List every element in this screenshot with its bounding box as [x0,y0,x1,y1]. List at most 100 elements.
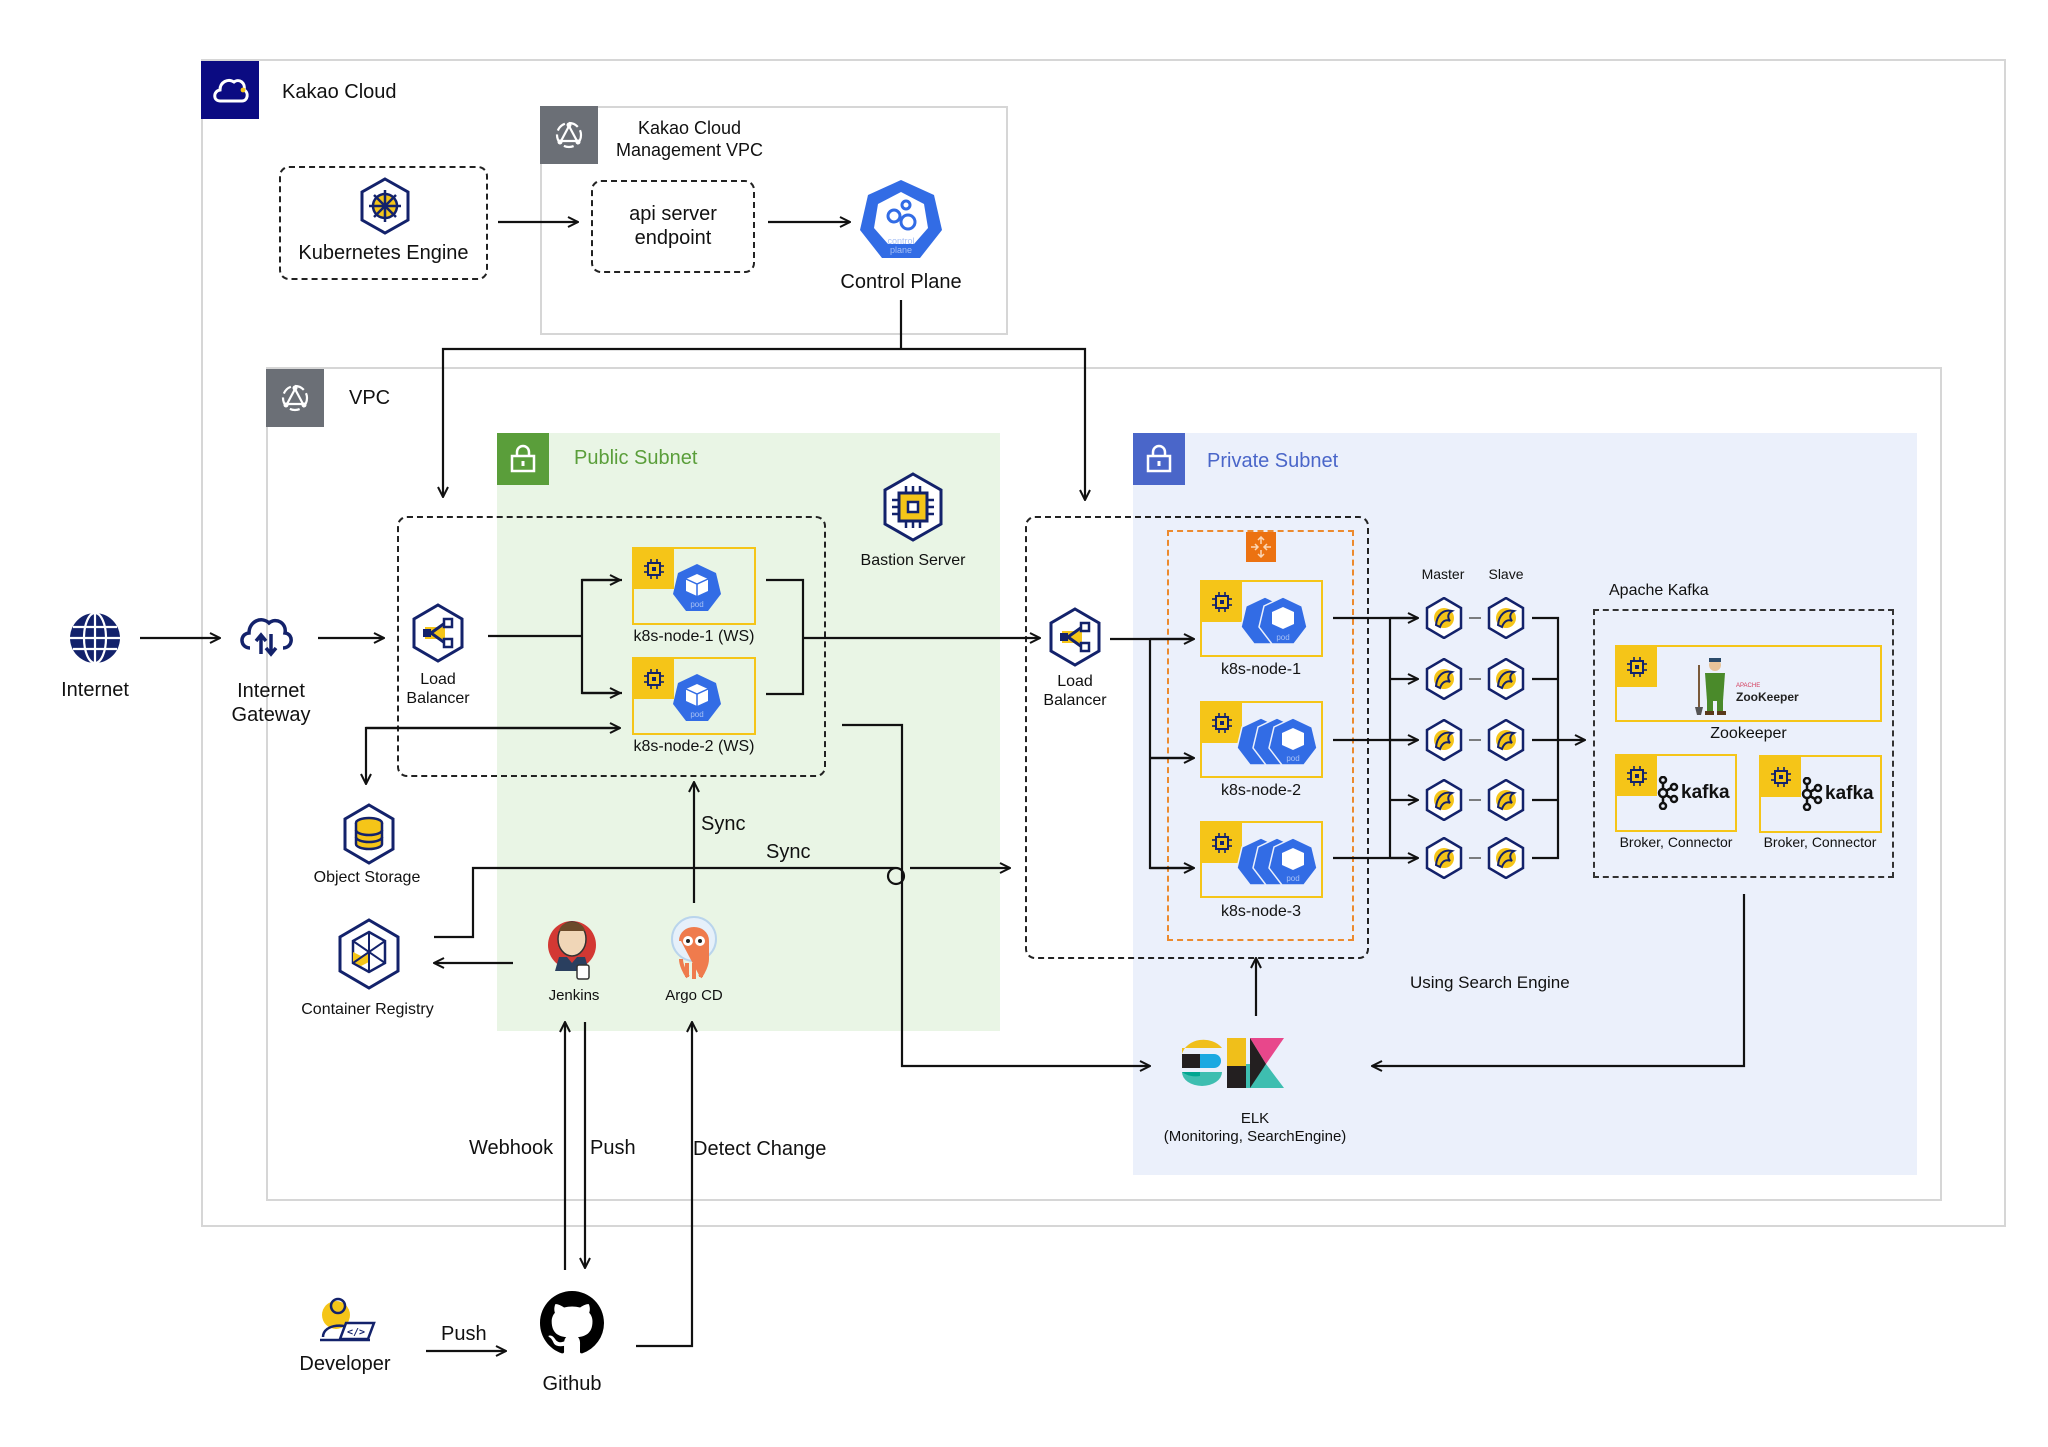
private-node-3-label: k8s-node-3 [1220,903,1302,920]
pod-icon: pod [673,674,721,721]
kafka-logo-text: kafka [1825,783,1874,804]
chip-icon [1761,757,1801,797]
redis-slave-3-icon[interactable] [1487,719,1525,761]
pod-text: pod [1286,874,1299,883]
private-lb-line2: Balancer [1043,692,1107,710]
public-lb-line2: Balancer [406,690,470,708]
chip-icon [634,659,674,699]
chip-icon [1202,582,1242,622]
redis-slave-2-icon[interactable] [1487,658,1525,700]
argocd-label: Argo CD [665,987,723,1004]
globe-icon [70,611,120,665]
lock-icon [1146,444,1172,473]
argocd-icon[interactable] [667,915,721,983]
pod-text: pod [690,600,703,609]
kubernetes-engine-label: Kubernetes Engine [298,242,469,264]
object-storage-label: Object Storage [313,869,421,886]
bastion-label: Bastion Server [860,552,966,569]
private-subnet-header-icon [1133,433,1185,485]
control-plane-icon-text1: control [887,236,914,246]
cloud-updown-icon[interactable] [236,606,296,666]
redis-master-3-icon[interactable] [1425,719,1463,761]
management-vpc-label-line2: Management VPC [615,139,764,160]
kafka-logo-icon [1801,777,1823,811]
pod-text: pod [1276,633,1289,642]
ws-node-2[interactable]: pod [632,657,756,735]
private-node-2-label: k8s-node-2 [1220,782,1302,799]
redis-slave-5-icon[interactable] [1487,837,1525,879]
zookeeper-label: Zookeeper [1710,725,1787,742]
kafka-broker-1[interactable]: kafka [1615,754,1737,832]
kubernetes-engine-box[interactable] [279,166,488,280]
elk-label: ELK (Monitoring, SearchEngine) [1130,1110,1380,1146]
control-plane-icon-text2: plane [890,245,912,255]
zookeeper-logo-text: ZooKeeper [1736,690,1799,704]
ws-node-1[interactable]: pod [632,547,756,625]
management-vpc-group [540,106,1008,335]
load-balancer-icon[interactable] [1048,607,1102,667]
control-plane-label: Control Plane [840,271,962,293]
vpc-header-icon [266,369,324,427]
pod-stack-icon: pod [1240,596,1308,645]
kafka-group-label: Apache Kafka [1609,582,1709,599]
private-lb-line1: Load [1057,673,1093,690]
elk-logo-icon[interactable] [1180,1036,1286,1090]
chip-icon [1202,703,1242,743]
cubes-icon[interactable] [337,918,401,990]
private-node-1[interactable]: pod [1200,580,1323,657]
public-subnet-label: Public Subnet [574,447,698,469]
management-vpc-header-icon [540,106,598,164]
vpc-network-icon [281,384,309,412]
redis-master-4-icon[interactable] [1425,779,1463,821]
private-lb-label: Load Balancer [1035,672,1115,710]
api-server-line1: api server [629,203,717,225]
pod-stack-icon: pod [1236,837,1318,886]
redis-slave-1-icon[interactable] [1487,597,1525,639]
chip-icon [1617,756,1657,796]
edge-label-sync-up: Sync [701,813,746,835]
public-lb-label: Load Balancer [398,670,478,708]
edge-label-using-search: Using Search Engine [1410,973,1570,992]
lock-icon [510,444,536,473]
edge-label-webhook: Webhook [469,1137,554,1159]
redis-master-2-icon[interactable] [1425,658,1463,700]
internet-label: Internet [61,679,129,701]
kafka-broker-2[interactable]: kafka [1759,755,1882,833]
kafka-broker-2-label: Broker, Connector [1763,834,1877,850]
kakao-cloud-header-icon [201,61,259,119]
internet-gateway-line2: Gateway [231,704,311,726]
zookeeper-box[interactable]: APACHE ZooKeeper [1615,645,1882,722]
api-server-endpoint-label: api server endpoint [591,202,755,250]
kafka-logo-icon [1657,776,1679,810]
developer-laptop-icon[interactable]: </> [318,1297,380,1343]
container-registry-label: Container Registry [301,1001,434,1018]
api-server-line2: endpoint [634,227,712,249]
redis-slave-4-icon[interactable] [1487,779,1525,821]
management-vpc-label: Kakao Cloud Management VPC [612,118,767,161]
autoscaling-icon [1246,532,1276,562]
kakao-cloud-label: Kakao Cloud [282,81,397,103]
database-icon[interactable] [342,803,396,865]
private-node-1-label: k8s-node-1 [1220,661,1302,678]
api-server-endpoint-box[interactable] [591,180,755,273]
redis-master-label: Master [1421,566,1465,582]
private-node-2[interactable]: pod [1200,701,1323,778]
cloud-icon [213,78,249,103]
zookeeper-keeper-icon [1695,658,1726,715]
load-balancer-icon[interactable] [411,603,465,663]
pod-stack-icon: pod [1236,717,1318,766]
chip-icon [634,549,674,589]
redis-master-5-icon[interactable] [1425,837,1463,879]
edge-label-push-dev: Push [441,1323,487,1345]
control-plane-icon[interactable]: control plane [858,178,944,262]
kafka-broker-1-label: Broker, Connector [1619,834,1733,850]
private-node-3[interactable]: pod [1200,821,1323,898]
chip-icon[interactable] [882,472,944,542]
jenkins-icon[interactable] [547,915,601,983]
chip-icon [1202,823,1242,863]
internet-gateway-line1: Internet [237,680,305,702]
redis-master-1-icon[interactable] [1425,597,1463,639]
developer-label: Developer [299,1353,391,1375]
github-icon[interactable] [540,1291,604,1355]
ws-node-1-label: k8s-node-1 (WS) [633,628,755,645]
